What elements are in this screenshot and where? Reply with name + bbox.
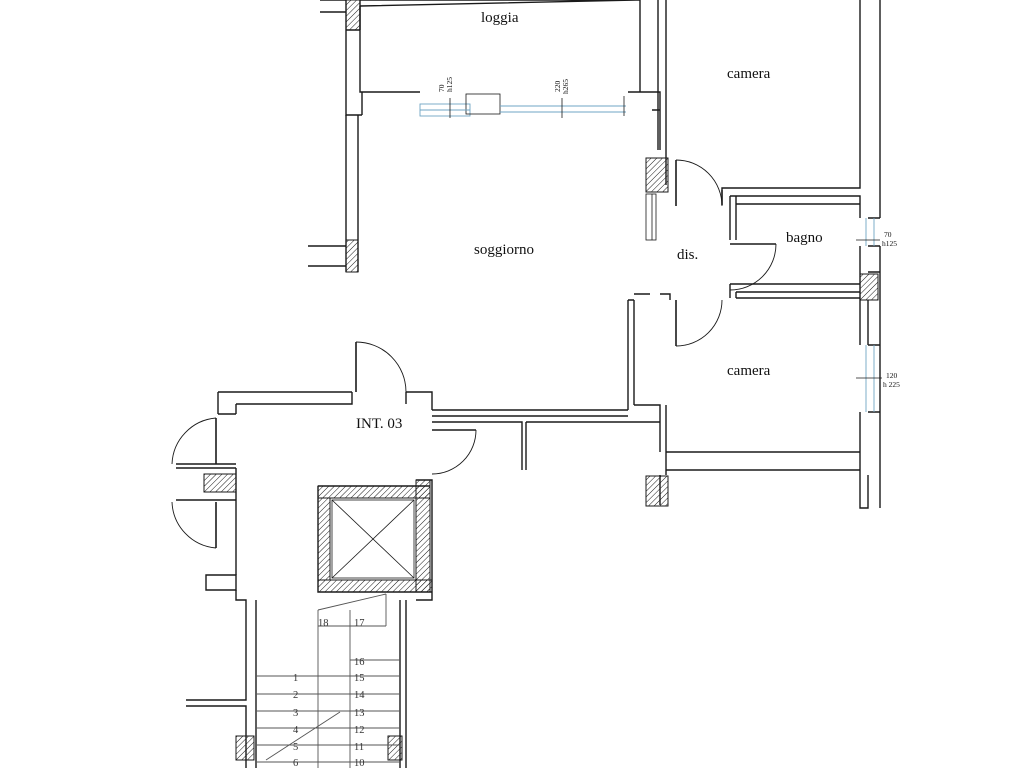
stair-number: 13 [354,708,365,719]
room-label-dis: dis. [677,247,698,263]
stair-number: 5 [293,742,298,753]
stair-number: 15 [354,673,365,684]
staircase [256,593,400,768]
stair-numbers: 18 17 16 1 2 3 4 5 6 15 14 13 12 11 10 [293,618,365,768]
window-dim-loggia-right-height: h265 [561,79,570,94]
window-dim-bagno-height: h125 [882,239,897,248]
structural-pillars [203,0,879,761]
stair-number: 4 [293,725,299,736]
window-dim-camera-height: h 225 [883,380,900,389]
room-label-soggiorno: soggiorno [474,242,534,258]
window-dim-bagno-width: 70 [884,230,892,239]
stair-number: 1 [293,673,298,684]
stair-number: 18 [318,618,329,629]
stair-number: 10 [354,758,365,768]
window-dim-loggia-right-width: 220 [553,81,562,93]
room-label-camera-top: camera [727,66,771,82]
unit-label-int: INT. 03 [356,416,402,432]
room-label-camera-bottom: camera [727,363,771,379]
window-dim-loggia-left-height: h125 [445,77,454,92]
stair-number: 14 [354,690,365,701]
elevator-shaft [331,499,415,579]
stair-number: 11 [354,742,364,753]
room-label-bagno: bagno [786,230,823,246]
window-dimensions: 70 h125 220 h265 70 h125 120 h 225 [437,77,900,389]
walls [176,0,881,768]
window-dim-camera-width: 120 [886,371,898,380]
stair-number: 17 [354,618,365,629]
window-dim-loggia-left-width: 70 [437,84,446,92]
stair-number: 2 [293,690,298,701]
stair-number: 12 [354,725,365,736]
stair-number: 16 [354,657,365,668]
doors [171,159,777,549]
room-label-loggia: loggia [481,10,519,26]
stair-number: 3 [293,708,298,719]
windows [419,93,882,412]
stair-number: 6 [293,758,298,768]
